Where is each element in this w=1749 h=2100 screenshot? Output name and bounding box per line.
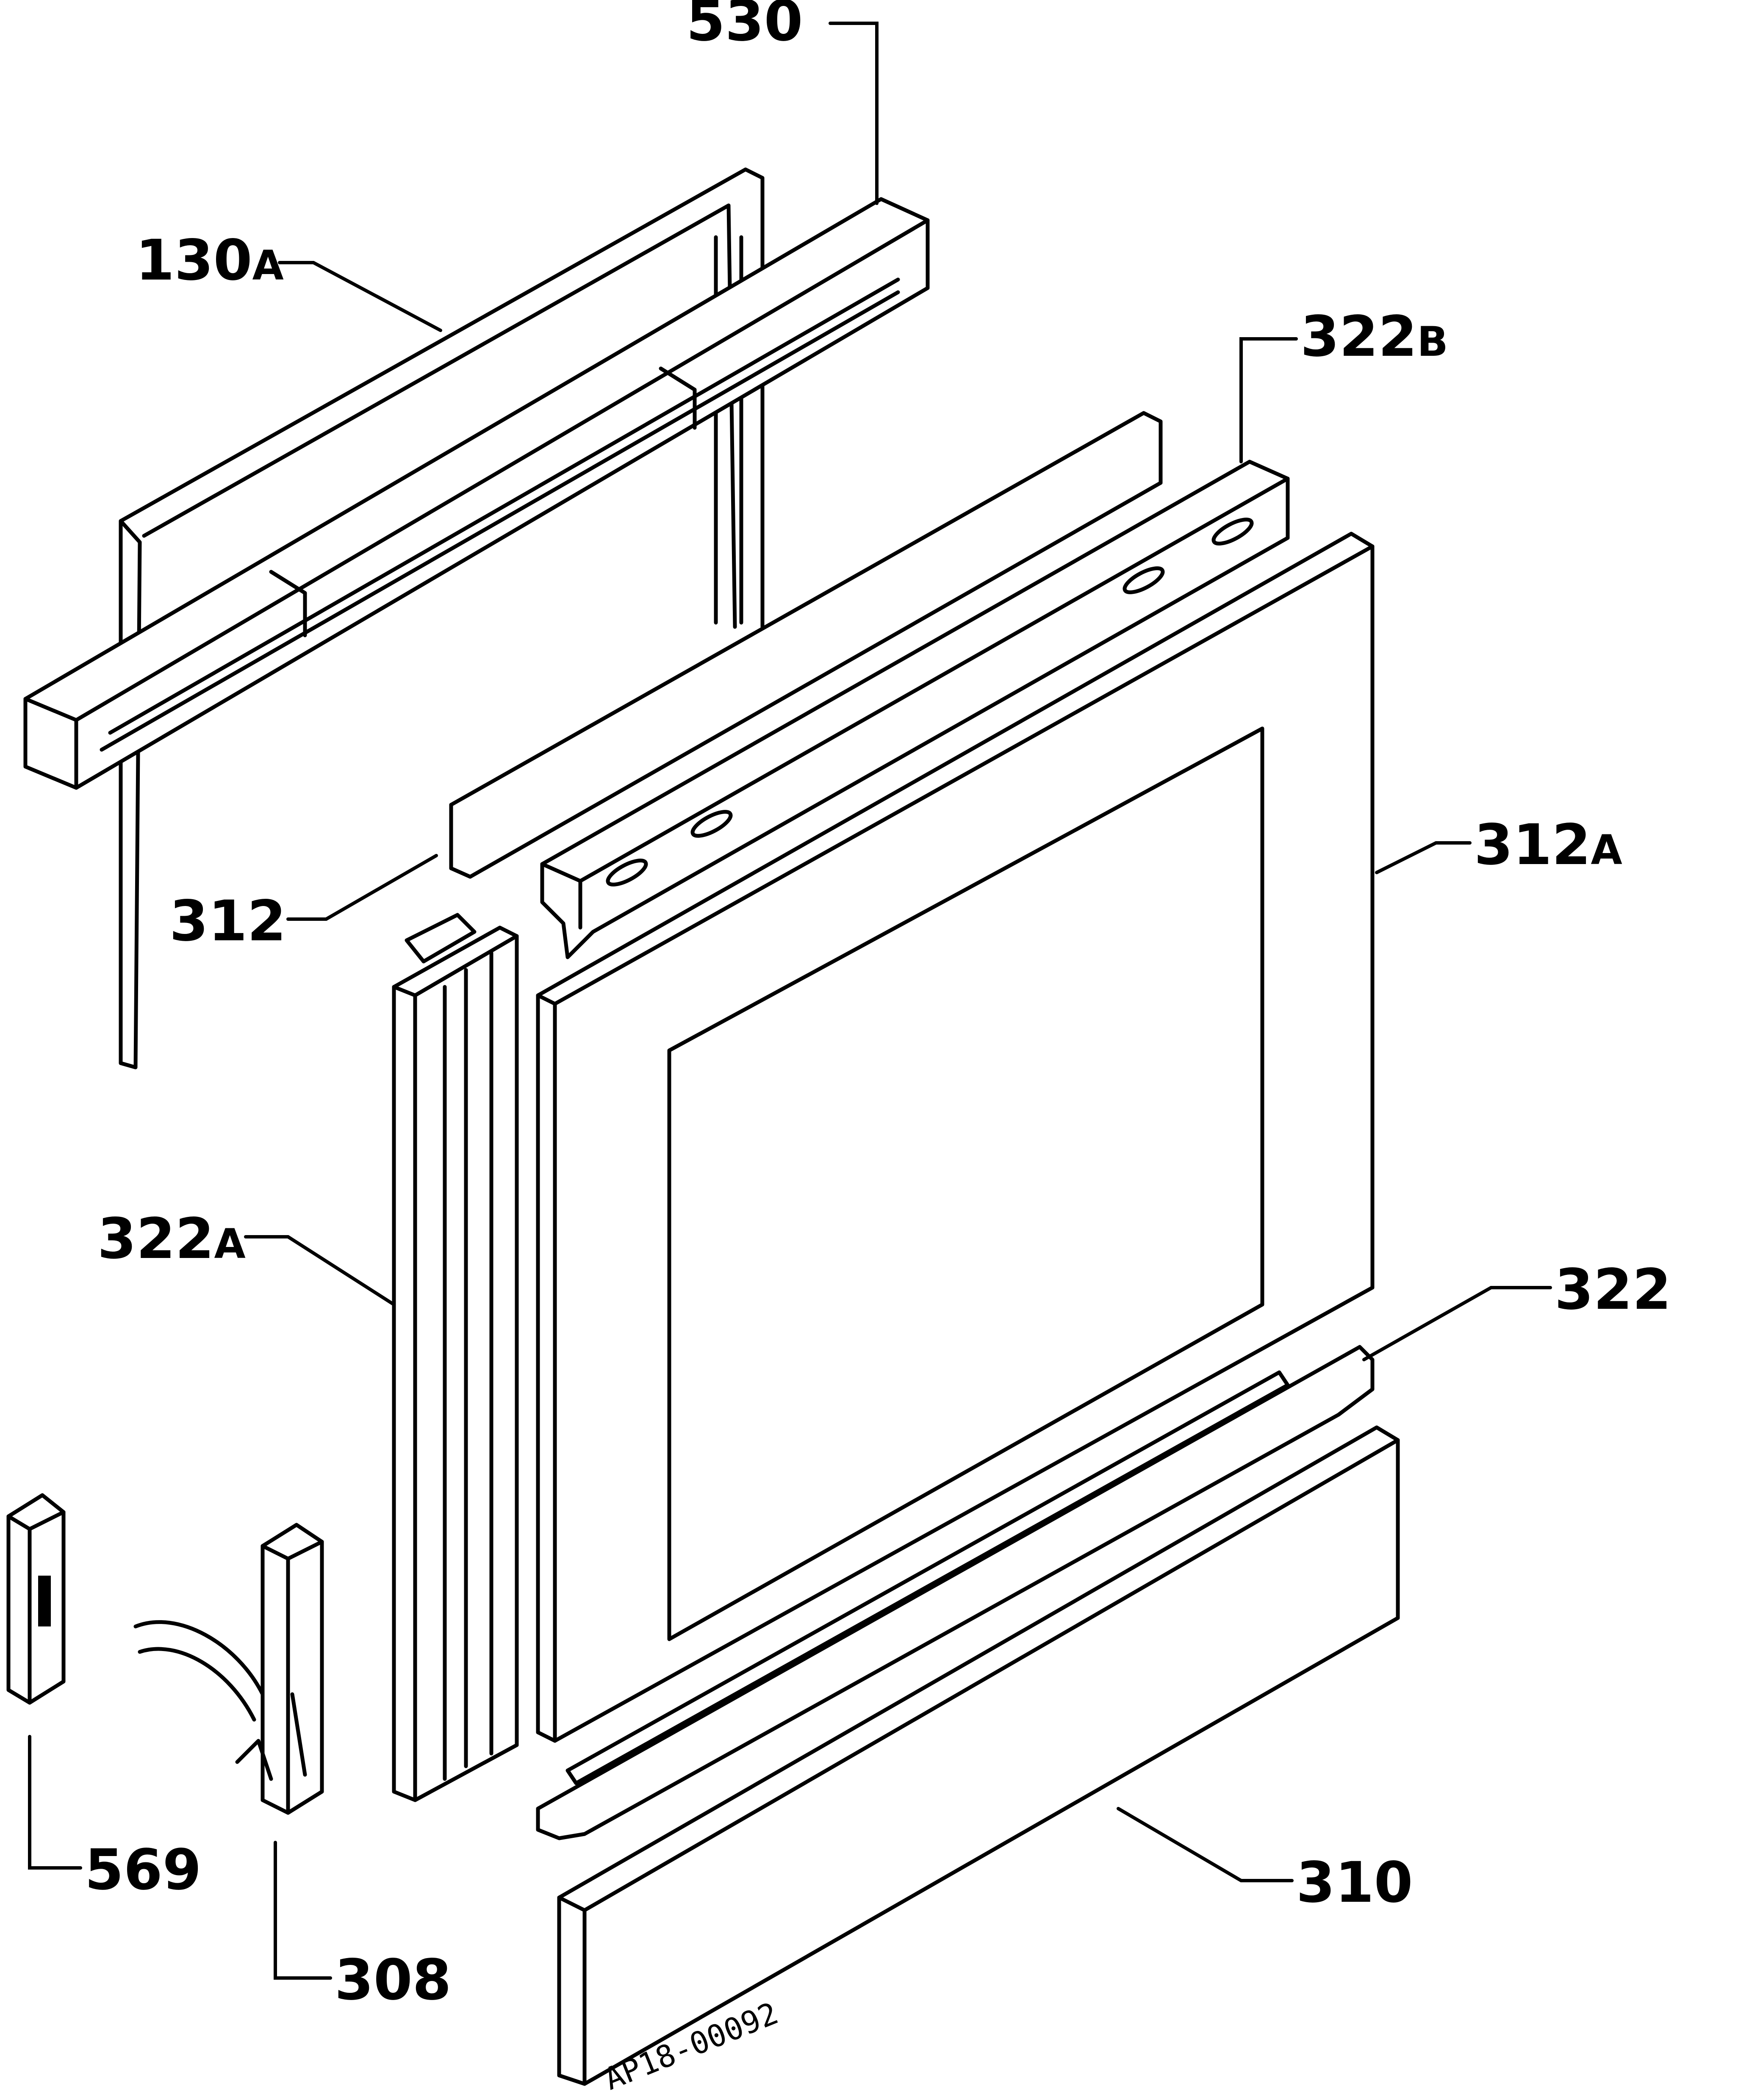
callout-322: 322: [1555, 1257, 1671, 1322]
part-308-hinge: [133, 1523, 324, 1815]
part-310-bottom-trim: [557, 1425, 1400, 2086]
callout-308: 308: [335, 1948, 452, 2013]
part-322b-upper-bracket: [540, 460, 1290, 959]
callout-322b: 322B: [1300, 304, 1448, 369]
callout-130a: 130A: [136, 228, 284, 293]
part-530-top-trim: [23, 197, 930, 790]
leader-lines: [28, 22, 1552, 1980]
part-312a-outer-glass: [536, 532, 1375, 1743]
callout-310: 310: [1296, 1850, 1413, 1915]
callout-labels: 530 130A 322B 312A 312 322A 322 569 308 …: [85, 0, 1671, 2013]
part-322-lower-bracket: [536, 1345, 1375, 1840]
part-569-hinge-cover: [6, 1493, 66, 1705]
callout-569: 569: [85, 1837, 202, 1903]
callout-530: 530: [686, 0, 803, 54]
callout-322a: 322A: [97, 1206, 246, 1272]
part-322a-side-profile: [392, 913, 519, 1802]
callout-312: 312: [169, 889, 286, 954]
callout-312a: 312A: [1474, 812, 1622, 878]
part-312-inner-glass: [449, 411, 1163, 879]
